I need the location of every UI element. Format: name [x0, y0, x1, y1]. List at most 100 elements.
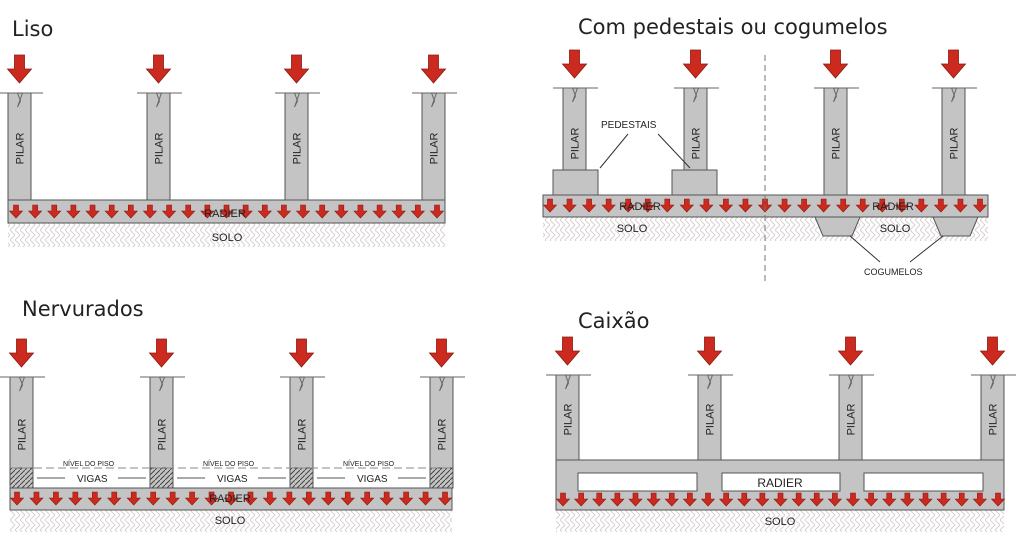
- soil-reaction-arrow-icon: [314, 204, 330, 219]
- soil-reaction-arrow-icon: [204, 491, 219, 506]
- soil-reaction-arrow-icon: [372, 204, 387, 219]
- void-cell: [577, 472, 698, 492]
- soil-reaction-arrow-icon: [123, 204, 139, 219]
- pillar-label: PILAR: [691, 128, 703, 160]
- soil-reaction-arrow-icon: [972, 198, 988, 213]
- load-arrow-icon: [554, 336, 581, 366]
- load-arrow-icon: [288, 338, 315, 368]
- load-arrow-icon: [148, 338, 175, 368]
- soil-reaction-arrow-icon: [165, 491, 180, 506]
- soil-reaction-arrow-icon: [353, 204, 368, 219]
- soil-reaction-arrow-icon: [699, 198, 714, 213]
- label-vigas-3: VIGAS: [357, 474, 388, 485]
- soil-reaction-arrow-icon: [555, 492, 571, 507]
- load-arrow-icon: [682, 49, 709, 79]
- soil-reaction-arrow-icon: [418, 491, 433, 506]
- soil-hatch: [556, 510, 1004, 532]
- label-solo: SOLO: [215, 515, 246, 527]
- load-arrow-icon: [8, 338, 35, 368]
- soil-reaction-arrow-icon: [894, 198, 910, 213]
- soil-reaction-arrow-icon: [437, 491, 453, 506]
- soil-reaction-arrow-icon: [359, 491, 375, 506]
- load-arrow-icon: [420, 54, 447, 84]
- label-solo: SOLO: [880, 223, 911, 235]
- soil-reaction-arrow-icon: [107, 491, 122, 506]
- load-arrow-icon: [145, 54, 172, 84]
- break-line: [275, 92, 320, 108]
- label-vigas-1: VIGAS: [77, 474, 108, 485]
- soil-reaction-arrow-icon: [777, 198, 792, 213]
- pillar-label: PILAR: [15, 133, 27, 165]
- soil-reaction-arrow-icon: [104, 204, 119, 219]
- pillar-label: PILAR: [705, 404, 717, 436]
- soil-reaction-arrow-icon: [827, 492, 843, 507]
- label-cogumelos: COGUMELOS: [864, 267, 923, 277]
- soil-reaction-arrow-icon: [620, 198, 636, 213]
- soil-reaction-arrow-icon: [773, 492, 788, 507]
- soil-reaction-arrow-icon: [845, 492, 861, 507]
- soil-reaction-arrow-icon: [918, 492, 933, 507]
- pillar-label: PILAR: [846, 404, 858, 436]
- soil-reaction-arrow-icon: [875, 198, 890, 213]
- soil-reaction-arrow-icon: [238, 204, 253, 219]
- soil-reaction-arrow-icon: [126, 491, 141, 506]
- soil-reaction-arrow-icon: [200, 204, 215, 219]
- soil-reaction-arrow-icon: [737, 492, 752, 507]
- pillar-label: PILAR: [157, 419, 169, 451]
- soil-reaction-arrow-icon: [68, 491, 83, 506]
- soil-reaction-arrow-icon: [592, 492, 607, 507]
- soil-hatch: [10, 510, 452, 532]
- load-arrow-icon: [940, 49, 967, 79]
- pointer-line: [599, 133, 691, 169]
- soil-reaction-arrow-icon: [933, 198, 949, 213]
- break-line: [829, 374, 874, 390]
- break-line: [814, 87, 859, 103]
- soil-reaction-arrow-icon: [562, 198, 577, 213]
- label-solo: SOLO: [212, 232, 243, 244]
- soil-reaction-arrow-icon: [628, 492, 643, 507]
- break-line: [412, 92, 457, 108]
- soil-reaction-arrow-icon: [796, 198, 812, 213]
- soil-reaction-arrow-icon: [184, 491, 200, 506]
- soil-reaction-arrow-icon: [791, 492, 806, 507]
- pillar-label: PILAR: [831, 128, 843, 160]
- title-caixao: Caixão: [578, 309, 650, 333]
- soil-reaction-arrow-icon: [9, 491, 25, 506]
- pointer-line: [849, 235, 944, 263]
- pillar-label: PILAR: [988, 404, 1000, 436]
- break-line: [280, 376, 325, 392]
- soil-reaction-arrow-icon: [410, 204, 426, 219]
- pillar-label: PILAR: [437, 419, 449, 451]
- soil-reaction-arrow-icon: [66, 204, 81, 219]
- soil-reaction-arrow-icon: [142, 204, 158, 219]
- soil-reaction-arrow-icon: [429, 204, 445, 219]
- soil-reaction-arrow-icon: [755, 492, 770, 507]
- label-radier: RADIER: [619, 201, 661, 213]
- title-nervurados: Nervurados: [22, 297, 144, 321]
- pillar-label: PILAR: [570, 128, 582, 160]
- beam-section: [9, 467, 34, 489]
- break-line: [0, 376, 45, 392]
- beam-section: [429, 467, 454, 489]
- soil-reaction-arrow-icon: [276, 204, 292, 219]
- break-line: [420, 376, 465, 392]
- soil-hatch: [8, 223, 445, 247]
- load-arrow-icon: [561, 49, 588, 79]
- label-vigas-2: VIGAS: [217, 474, 248, 485]
- soil-reaction-arrow-icon: [85, 204, 100, 219]
- soil-reaction-arrow-icon: [542, 198, 558, 213]
- break-line: [137, 92, 182, 108]
- pillar-label: PILAR: [297, 419, 309, 451]
- soil-reaction-arrow-icon: [646, 492, 661, 507]
- soil-reaction-arrow-icon: [321, 491, 336, 506]
- break-line: [971, 374, 1016, 390]
- pedestal: [671, 169, 718, 196]
- soil-reaction-arrow-icon: [181, 204, 196, 219]
- load-arrow-icon: [979, 336, 1006, 366]
- soil-reaction-arrow-icon: [48, 491, 64, 506]
- soil-reaction-arrow-icon: [601, 198, 616, 213]
- soil-reaction-arrow-icon: [718, 198, 734, 213]
- load-arrow-icon: [6, 54, 33, 84]
- label-radier: RADIER: [204, 208, 246, 220]
